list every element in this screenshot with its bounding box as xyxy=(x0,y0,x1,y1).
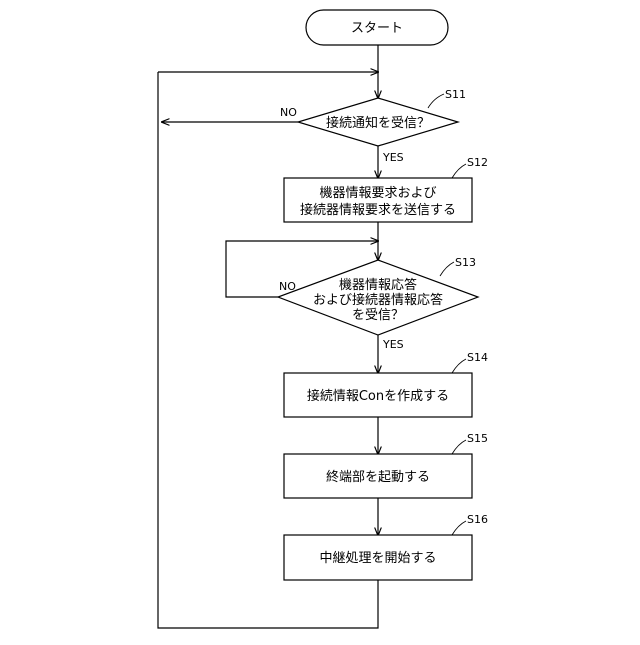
s12-text-line-1: 機器情報要求および xyxy=(319,186,436,201)
s13-text-line-3: を受信？ xyxy=(352,308,404,323)
s16-step-label: S16 xyxy=(467,513,488,526)
s12-step-label: S12 xyxy=(467,156,488,169)
s14-step-leader xyxy=(452,359,466,373)
s15-process: 終端部を起動する S15 xyxy=(284,432,488,498)
s15-text-line-1: 終端部を起動する xyxy=(326,469,430,485)
s13-no-label: NO xyxy=(279,280,296,293)
s16-step-leader xyxy=(452,521,466,535)
s16-process: 中継処理を開始する S16 xyxy=(284,513,488,580)
s13-yes-label: YES xyxy=(382,338,404,351)
s11-no-label: NO xyxy=(280,106,297,119)
s11-yes-label: YES xyxy=(382,151,404,164)
s15-step-leader xyxy=(452,440,466,454)
s13-step-leader xyxy=(440,262,454,276)
start-label: スタート xyxy=(351,21,403,36)
s12-process: 機器情報要求および 接続器情報要求を送信する S12 xyxy=(284,156,488,222)
s11-decision: 接続通知を受信？ S11 NO YES xyxy=(280,88,466,164)
s11-text-line-1: 接続通知を受信？ xyxy=(326,115,430,131)
s13-text-line-2: および接続器情報応答 xyxy=(313,292,443,308)
start-node: スタート xyxy=(306,10,448,45)
s13-text-line-1: 機器情報応答 xyxy=(339,277,417,293)
s14-process: 接続情報Conを作成する S14 xyxy=(284,351,488,417)
s14-text-line-1: 接続情報Conを作成する xyxy=(307,388,449,404)
s15-step-label: S15 xyxy=(467,432,488,445)
s13-step-label: S13 xyxy=(455,256,476,269)
s12-step-leader xyxy=(452,164,466,178)
s11-step-label: S11 xyxy=(445,88,466,101)
s16-text-line-1: 中継処理を開始する xyxy=(319,551,436,566)
s11-step-leader xyxy=(428,94,444,108)
s14-step-label: S14 xyxy=(467,351,488,364)
s12-text-line-2: 接続器情報要求を送信する xyxy=(300,202,456,218)
